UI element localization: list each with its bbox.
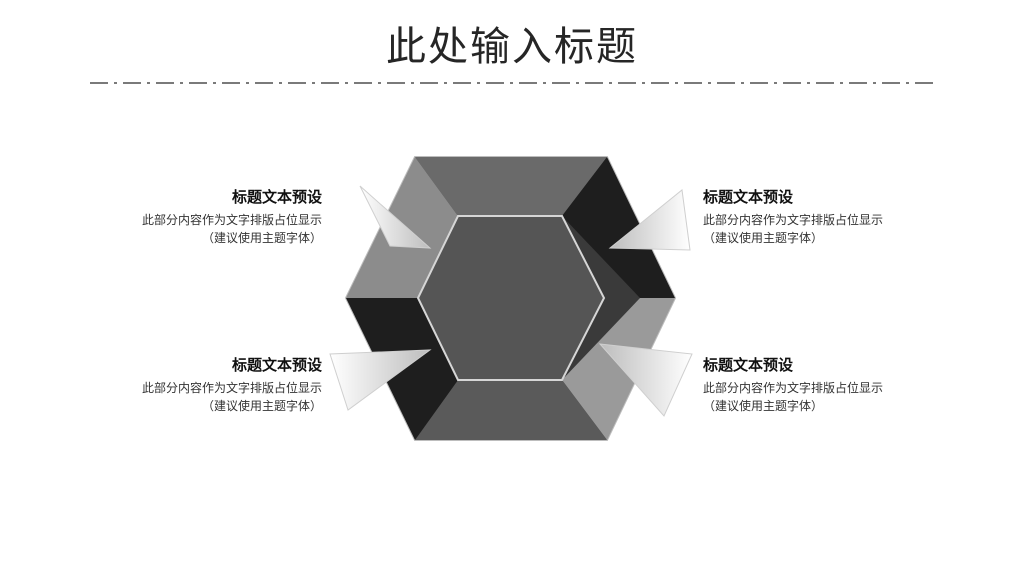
title-divider <box>90 82 934 84</box>
block-heading: 标题文本预设 <box>703 356 794 374</box>
text-block-bottom-left: 标题文本预设 此部分内容作为文字排版占位显示 （建议使用主题字体） <box>42 354 322 413</box>
block-body-note: （建议使用主题字体） <box>201 399 322 413</box>
arrow-top-right <box>608 189 691 251</box>
text-block-bottom-right: 标题文本预设 此部分内容作为文字排版占位显示 （建议使用主题字体） <box>703 354 983 413</box>
arrow-top-left <box>359 185 432 249</box>
block-body-line: 此部分内容作为文字排版占位显示 <box>141 213 322 227</box>
text-block-top-right: 标题文本预设 此部分内容作为文字排版占位显示 （建议使用主题字体） <box>703 186 983 245</box>
frame-bottom-right <box>562 298 675 440</box>
block-body-line: 此部分内容作为文字排版占位显示 <box>141 381 322 395</box>
block-heading: 标题文本预设 <box>231 356 322 374</box>
arrow-bottom-right <box>598 343 693 417</box>
frame-top-right <box>562 157 675 298</box>
block-body-note: （建议使用主题字体） <box>201 231 322 245</box>
frame-top <box>415 157 607 216</box>
text-block-top-left: 标题文本预设 此部分内容作为文字排版占位显示 （建议使用主题字体） <box>42 186 322 245</box>
frame-bottom <box>415 380 607 440</box>
block-body-note: （建议使用主题字体） <box>703 231 824 245</box>
block-heading: 标题文本预设 <box>703 188 794 206</box>
arrow-bottom-left <box>329 349 432 411</box>
block-body-note: （建议使用主题字体） <box>703 399 824 413</box>
block-body-line: 此部分内容作为文字排版占位显示 <box>703 381 884 395</box>
block-heading: 标题文本预设 <box>231 188 322 206</box>
page-title: 此处输入标题 <box>386 24 638 70</box>
block-body-line: 此部分内容作为文字排版占位显示 <box>703 213 884 227</box>
hexagon-inner <box>416 215 606 381</box>
